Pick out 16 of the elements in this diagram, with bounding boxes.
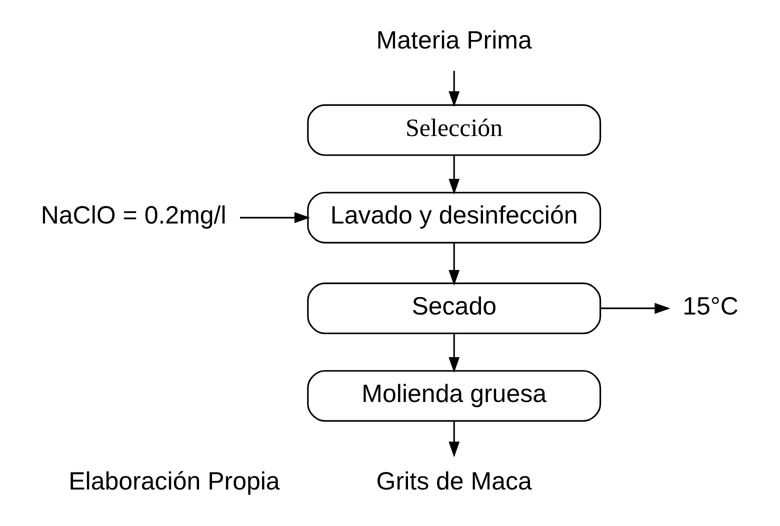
arrow — [448, 333, 460, 373]
arrow — [600, 302, 670, 314]
node-box: Molienda gruesa — [307, 370, 602, 422]
arrow — [448, 70, 460, 107]
node-text: Materia Prima — [376, 26, 532, 54]
arrow — [448, 242, 460, 286]
node-text: NaClO = 0.2mg/l — [40, 202, 226, 230]
node-box: Secado — [307, 282, 602, 334]
label: Elaboración Propia — [68, 467, 280, 496]
arrow — [240, 212, 310, 224]
node-box: Lavado y desinfección — [307, 192, 602, 244]
node-text: Grits de Maca — [376, 467, 532, 496]
node-box: Selección — [307, 104, 602, 156]
arrow — [448, 155, 460, 194]
node-text: 15°C — [682, 292, 738, 320]
arrow — [448, 420, 460, 458]
